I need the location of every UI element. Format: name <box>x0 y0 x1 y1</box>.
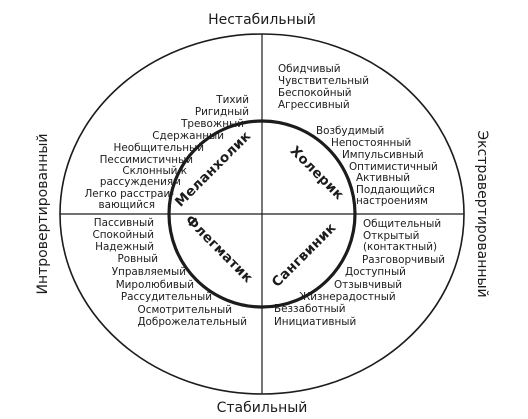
trait-item: Пассивный <box>94 217 154 229</box>
trait-item: Беспокойный <box>278 87 352 99</box>
trait-item: Жизнерадостный <box>299 291 396 303</box>
trait-item: Сдержанный <box>152 130 224 142</box>
axis-label-bottom: Стабильный <box>217 400 308 416</box>
trait-item: Непостоянный <box>331 137 411 149</box>
trait-item: Тревожный <box>180 118 244 130</box>
trait-item: Склонный к <box>122 165 187 177</box>
trait-item: Возбудимый <box>316 125 384 137</box>
trait-item: Пессимистичный <box>100 154 193 166</box>
traits-top-right: Обидчивый Чувствительный Беспокойный Агр… <box>278 63 438 207</box>
trait-item: Агрессивный <box>278 99 350 111</box>
trait-item: Обидчивый <box>278 63 341 75</box>
trait-item: Чувствительный <box>278 75 369 87</box>
trait-item: Осмотрительный <box>138 304 232 316</box>
trait-item: Открытый <box>363 230 419 242</box>
trait-item: Рассудительный <box>121 291 212 303</box>
trait-item: Необщительный <box>114 142 204 154</box>
trait-item: Доброжелательный <box>137 316 247 328</box>
axis-label-right: Экстравертированный <box>474 130 490 297</box>
trait-item: Инициативный <box>274 316 356 328</box>
trait-item: Ригидный <box>195 106 249 118</box>
trait-item: Беззаботный <box>274 303 346 315</box>
axis-label-left: Интровертированный <box>35 134 51 295</box>
trait-item: Разговорчивый <box>362 254 445 266</box>
trait-item: Спокойный <box>92 229 154 241</box>
trait-item: Миролюбивый <box>116 279 194 291</box>
trait-item: Отзывчивый <box>334 279 402 291</box>
trait-item: Надежный <box>95 241 154 253</box>
trait-item: (контактный) <box>363 241 437 253</box>
trait-item: Легко расстраи- <box>84 188 174 200</box>
traits-bottom-left: Пассивный Спокойный Надежный Ровный Упра… <box>92 217 247 328</box>
trait-item: настроениям <box>356 195 428 207</box>
trait-item: Управляемый <box>112 266 186 278</box>
trait-item: рассуждениям <box>100 176 181 188</box>
trait-item: Доступный <box>345 266 406 278</box>
trait-item: Активный <box>356 172 410 184</box>
temperament-top-right: Холерик <box>287 143 347 203</box>
traits-bottom-right: Общительный Открытый (контактный) Разгов… <box>274 218 445 328</box>
axis-label-top: Нестабильный <box>208 12 316 28</box>
trait-item: Тихий <box>215 94 249 106</box>
trait-item: вающийся <box>99 199 156 211</box>
trait-item: Ровный <box>118 253 159 265</box>
traits-top-left: Тихий Ригидный Тревожный Сдержанный Необ… <box>84 94 249 211</box>
trait-item: Импульсивный <box>342 149 424 161</box>
trait-item: Общительный <box>363 218 441 230</box>
inner-circle <box>167 119 357 309</box>
trait-item: Поддающийся <box>356 184 435 196</box>
trait-item: Оптимистичный <box>349 161 438 173</box>
